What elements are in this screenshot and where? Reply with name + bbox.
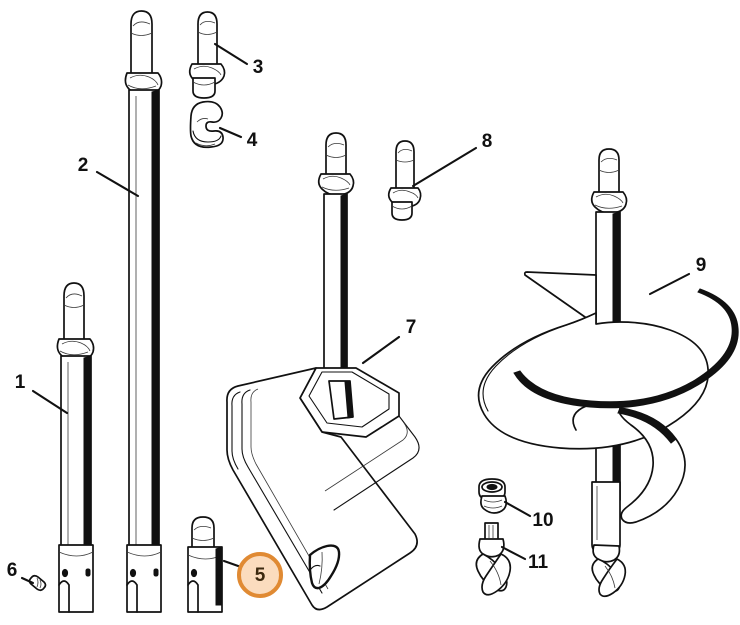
callout-number-1[interactable]: 1 [15, 372, 26, 393]
callout-number-5[interactable]: 5 [255, 565, 266, 586]
callout-number-4[interactable]: 4 [247, 130, 258, 151]
callout-number-10[interactable]: 10 [532, 510, 553, 531]
callout-leader-8 [411, 146, 478, 188]
highlight-ring-part-5[interactable] [237, 552, 283, 598]
callout-leader-11 [500, 545, 527, 561]
callout-leader-4 [218, 126, 243, 139]
callout-number-8[interactable]: 8 [482, 131, 493, 152]
callout-leader-2 [95, 170, 140, 198]
callout-labels: 1 2 3 4 5 6 7 8 9 10 11 [7, 57, 707, 586]
part-10-point-nut[interactable] [478, 478, 508, 514]
callout-leader-5 [222, 559, 243, 569]
part-11-auger-point-tip[interactable] [475, 522, 512, 596]
callout-number-6[interactable]: 6 [7, 560, 18, 581]
callout-number-11[interactable]: 11 [528, 552, 549, 573]
part-4-retaining-clip[interactable] [189, 100, 224, 149]
part-9-auger-flight[interactable] [477, 148, 739, 598]
callout-number-2[interactable]: 2 [78, 155, 89, 176]
callout-leader-9 [648, 272, 691, 296]
callout-leader-10 [503, 500, 532, 518]
callout-leader-3 [213, 42, 249, 66]
callout-number-3[interactable]: 3 [253, 57, 264, 78]
callout-leader-1 [31, 389, 69, 415]
callout-number-9[interactable]: 9 [696, 255, 707, 276]
part-8-adapter-bushing[interactable] [387, 140, 422, 221]
part-3-drive-stud-pin[interactable] [188, 11, 226, 99]
callout-leader-6 [20, 576, 35, 585]
callout-number-7[interactable]: 7 [406, 317, 417, 338]
part-1-shaft-extension-short[interactable] [56, 282, 95, 613]
part-2-shaft-extension-long[interactable] [124, 10, 163, 613]
part-7-digger-scoop-blade[interactable] [226, 132, 420, 611]
callout-leader-7 [361, 335, 401, 365]
part-5-coupler-sleeve[interactable] [187, 516, 223, 613]
